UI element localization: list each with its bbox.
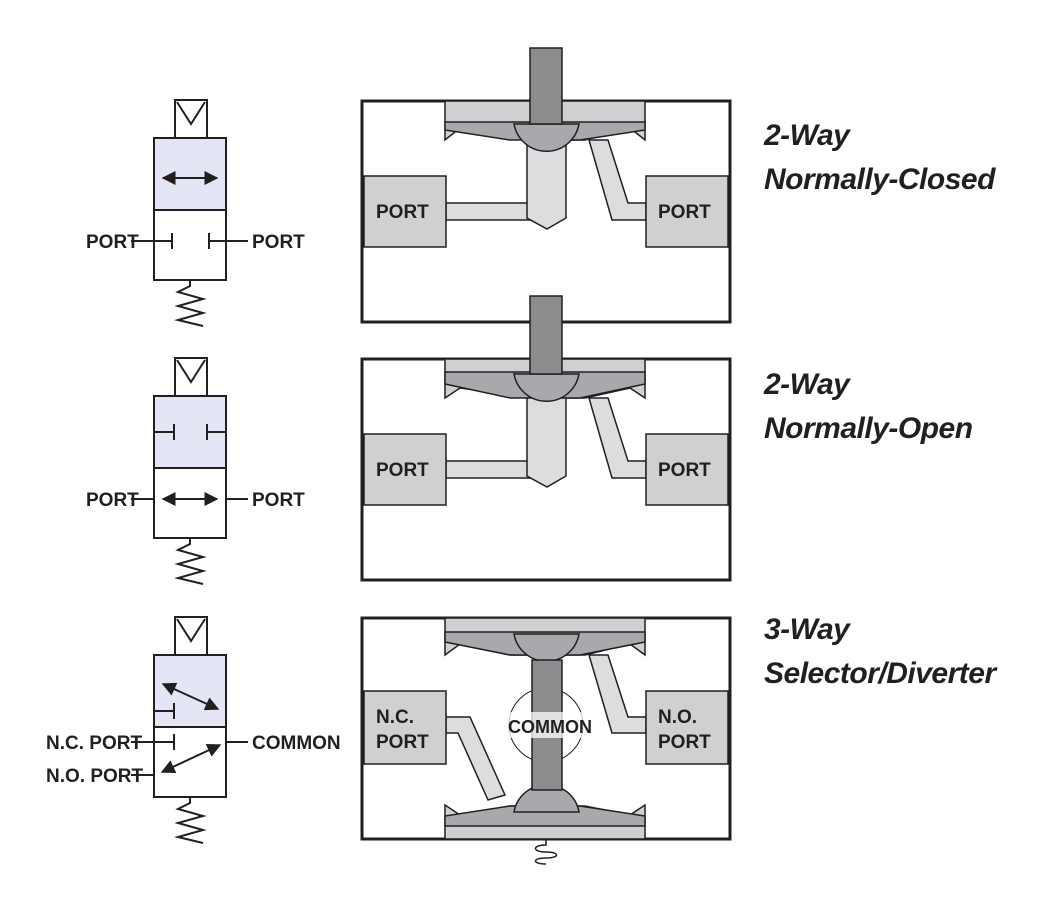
actuator-stem: [529, 295, 563, 375]
symbol-2way-no: [131, 357, 248, 585]
spring-icon: [174, 797, 207, 844]
right-port-block: [645, 690, 729, 765]
title-line1: 2-Way: [764, 119, 850, 152]
actuator-stem: [529, 47, 563, 125]
right-port-block: [645, 433, 729, 506]
symbol-2way-nc: [131, 99, 248, 327]
valve-body-3way-selector: [360, 616, 732, 865]
symbol-3way-selector: [131, 616, 248, 844]
spring-icon: [174, 280, 207, 327]
body-nc-port-label-line2: PORT: [376, 732, 429, 753]
body-nc-port-label-line1: N.C.: [376, 707, 414, 728]
flow-arrow-icon: [160, 743, 222, 774]
panel-title-2way-no: 2-Way Normally-Open: [764, 363, 973, 451]
return-spring-icon: [534, 839, 558, 865]
body-right-port-label: PORT: [658, 460, 711, 481]
rest-position-box: [153, 209, 227, 281]
body-left-port-label: PORT: [376, 202, 429, 223]
actuated-position-box: [153, 654, 227, 728]
title-line1: 2-Way: [764, 368, 850, 401]
valve-body-2way-nc: [360, 47, 732, 324]
rest-position-box: [153, 726, 227, 798]
body-left-port-label: PORT: [376, 460, 429, 481]
body-no-port-label-line1: N.O.: [658, 707, 697, 728]
body-right-port-label: PORT: [658, 202, 711, 223]
title-line1: 3-Way: [764, 613, 850, 646]
body-common-label: COMMON: [508, 717, 592, 737]
left-port-block: [363, 175, 447, 248]
valve-body-2way-no: [360, 295, 732, 582]
symbol-left-port-label: PORT: [86, 232, 139, 253]
symbol-common-label: COMMON: [252, 733, 341, 754]
title-line2: Selector/Diverter: [764, 657, 996, 690]
symbol-left-port-label: PORT: [86, 490, 139, 511]
body-no-port-label-line2: PORT: [658, 732, 711, 753]
panel-title-3way: 3-Way Selector/Diverter: [764, 608, 996, 696]
spring-icon: [174, 538, 207, 585]
rest-position-box: [153, 467, 227, 539]
symbol-right-port-label: PORT: [252, 232, 305, 253]
actuated-position-box: [153, 137, 227, 211]
symbol-no-port-label: N.O. PORT: [46, 766, 144, 787]
flow-arrow-icon: [161, 682, 220, 711]
symbol-right-port-label: PORT: [252, 490, 305, 511]
symbol-nc-port-label: N.C. PORT: [46, 733, 142, 754]
left-port-block: [363, 433, 447, 506]
title-line2: Normally-Closed: [764, 163, 995, 196]
title-line2: Normally-Open: [764, 412, 973, 445]
panel-title-2way-nc: 2-Way Normally-Closed: [764, 114, 995, 202]
right-port-block: [645, 175, 729, 248]
left-port-block: [363, 690, 447, 765]
